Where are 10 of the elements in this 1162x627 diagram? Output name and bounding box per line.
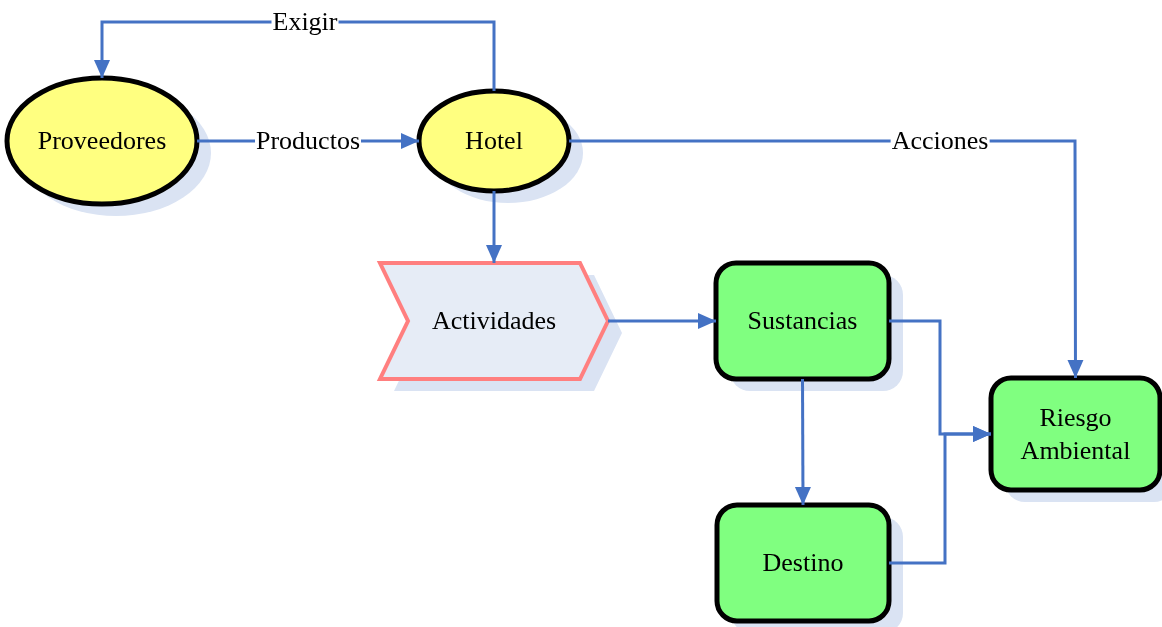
connector-arrow — [608, 313, 716, 329]
node-label: Riesgo Ambiental — [1019, 401, 1132, 466]
node-label: Sustancias — [746, 304, 859, 337]
connector-arrow — [794, 379, 811, 505]
connector-arrow — [889, 426, 991, 565]
node-label: Actividades — [430, 304, 558, 337]
connector-arrow — [486, 191, 502, 263]
node-label: Destino — [761, 546, 845, 579]
node-label: Hotel — [464, 124, 524, 157]
node-label: Proveedores — [36, 124, 168, 157]
